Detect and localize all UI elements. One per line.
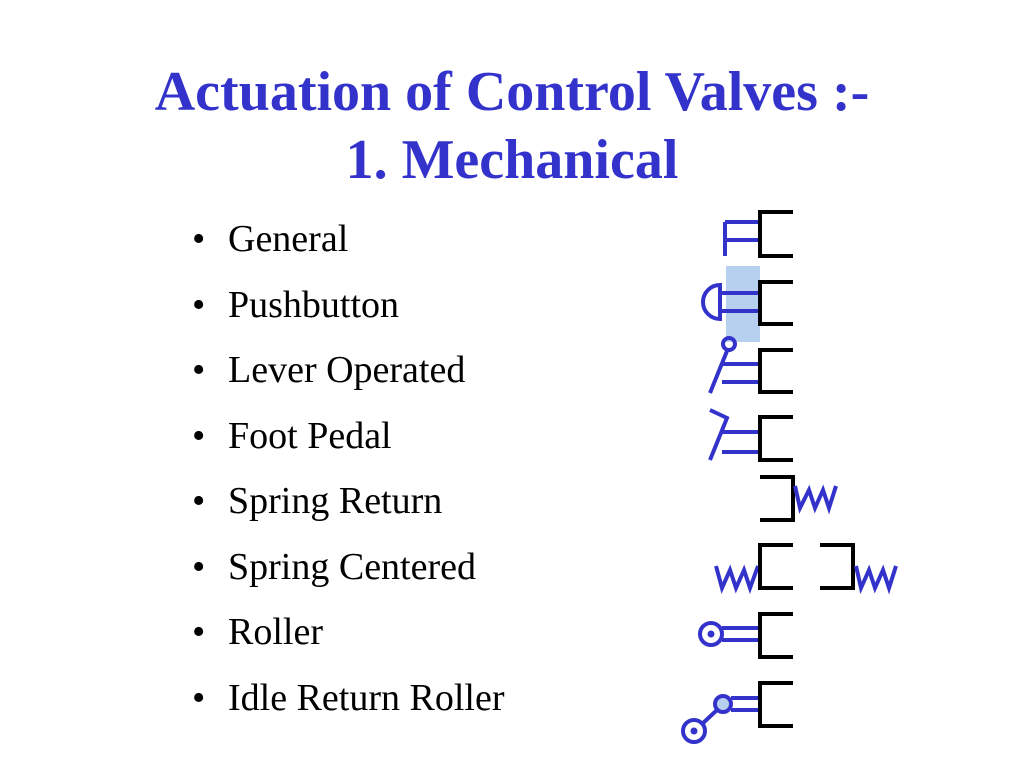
lever-actuator-icon — [708, 336, 793, 394]
list-item: • Pushbutton — [192, 278, 504, 344]
item-label: Spring Return — [228, 480, 443, 522]
bullet-list: • General • Pushbutton • Lever Operated • Fo… — [192, 212, 504, 736]
item-label: Pushbutton — [228, 283, 400, 326]
bullet-icon: • — [192, 480, 206, 522]
title-line-2: 1. Mechanical — [345, 129, 679, 191]
bullet-icon: • — [192, 545, 206, 588]
list-item: • Roller — [192, 605, 504, 671]
item-label: General — [228, 218, 349, 260]
spring-centered-icon — [714, 543, 898, 595]
slide-title: Actuation of Control Valves :- 1. Mechan… — [0, 58, 1024, 194]
roller-actuator-icon — [698, 612, 793, 659]
item-label: Spring Centered — [228, 545, 477, 588]
list-item: • Spring Return — [192, 474, 504, 540]
list-item: • Spring Centered — [192, 540, 504, 606]
title-line-1: Actuation of Control Valves :- — [154, 61, 870, 123]
list-item: • General — [192, 212, 504, 278]
bullet-icon: • — [192, 676, 206, 719]
bullet-icon: • — [192, 218, 206, 260]
general-actuator-icon — [723, 210, 793, 258]
spring-return-icon — [760, 475, 838, 522]
list-item: • Foot Pedal — [192, 409, 504, 475]
bullet-icon: • — [192, 283, 206, 326]
item-label: Foot Pedal — [228, 414, 392, 457]
list-item: • Idle Return Roller — [192, 671, 504, 737]
bullet-icon: • — [192, 611, 206, 653]
idle-return-roller-icon — [681, 681, 793, 744]
item-label: Lever Operated — [228, 349, 466, 391]
selection-highlight — [726, 266, 760, 342]
item-label: Idle Return Roller — [228, 676, 505, 719]
list-item: • Lever Operated — [192, 343, 504, 409]
bullet-icon: • — [192, 349, 206, 391]
foot-pedal-actuator-icon — [708, 408, 793, 462]
bullet-icon: • — [192, 414, 206, 457]
item-label: Roller — [228, 611, 323, 653]
pushbutton-actuator-icon — [701, 266, 793, 342]
